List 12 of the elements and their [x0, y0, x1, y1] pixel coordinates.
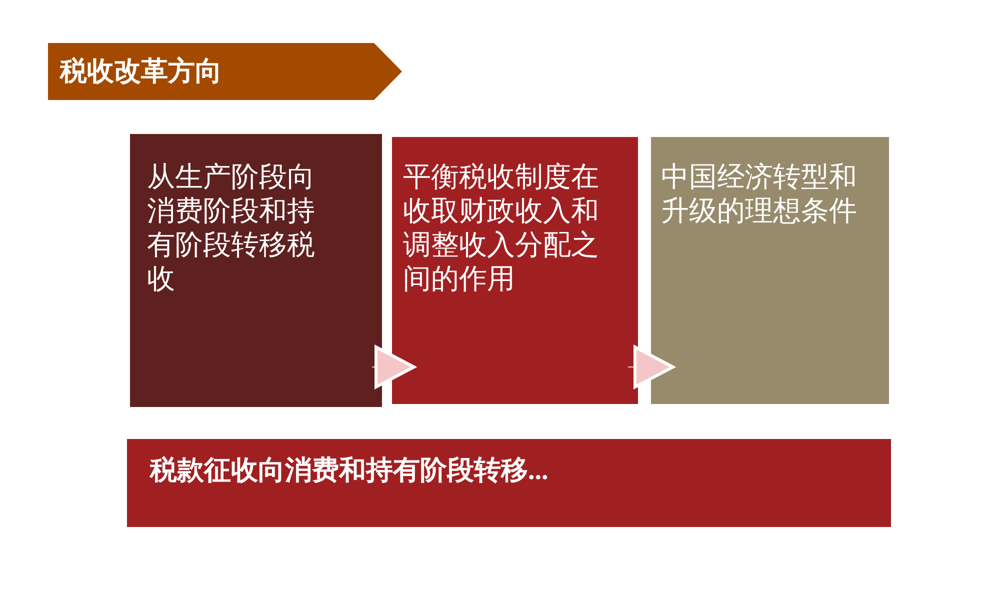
content-box: [392, 137, 638, 404]
content-box: [130, 134, 382, 407]
title-text: 税收改革方向: [60, 55, 223, 88]
chevron-arrow: [628, 346, 674, 388]
summary-text: 税款征收向消费和持有阶段转移...: [150, 454, 550, 487]
summary-bar: [127, 439, 891, 527]
body-text: 从生产阶段向消费阶段和持有阶段转移税收: [147, 161, 316, 297]
content-box: [651, 137, 889, 404]
body-text: 中国经济转型和升级的理想条件: [661, 161, 858, 229]
title-banner: [48, 43, 402, 100]
body-text: 平衡税收制度在收取财政收入和调整收入分配之间的作用: [403, 161, 600, 297]
chevron-arrow: [372, 346, 416, 388]
